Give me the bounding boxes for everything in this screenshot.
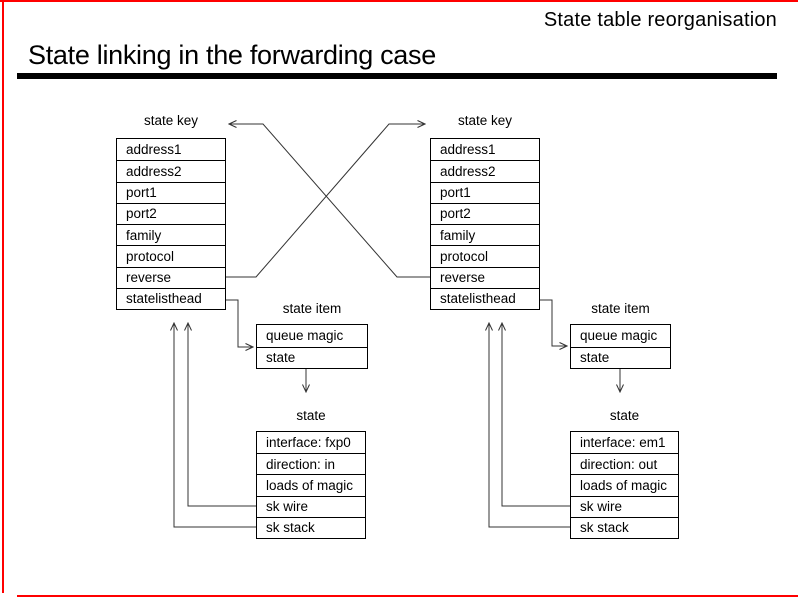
state-label-right: state — [609, 408, 640, 423]
table-row: statelisthead — [431, 287, 539, 309]
table-row: queue magic — [266, 328, 344, 344]
table-row: interface: fxp0 — [266, 435, 351, 451]
table-row: sk stack — [257, 516, 365, 538]
red-border-left — [2, 0, 4, 593]
page-title: State linking in the forwarding case — [28, 40, 436, 70]
state-key-label-right: state key — [457, 113, 513, 128]
table-row: family — [431, 224, 539, 245]
table-row: port1 — [117, 181, 225, 203]
state-table-right: interface: em1 direction: out loads of m… — [570, 431, 679, 539]
table-row: port2 — [117, 202, 225, 224]
table-row: protocol — [117, 245, 225, 266]
table-row: address1 — [126, 142, 182, 158]
table-row: loads of magic — [571, 474, 678, 495]
table-row: family — [117, 224, 225, 245]
state-table-left: interface: fxp0 direction: in loads of m… — [256, 431, 366, 539]
table-row: sk stack — [571, 516, 678, 538]
table-row: direction: in — [257, 453, 365, 474]
arrow-left-skstack-up — [174, 323, 256, 528]
state-key-table-left: address1 address2 port1 port2 family pro… — [116, 138, 226, 310]
table-row: queue magic — [580, 328, 658, 344]
table-row: address1 — [440, 142, 496, 158]
state-item-label-right: state item — [591, 301, 650, 316]
state-item-label-left: state item — [282, 301, 342, 316]
state-item-table-right: queue magic state — [570, 324, 671, 369]
arrow-right-skstack-up — [489, 323, 570, 528]
table-row: address2 — [431, 160, 539, 181]
red-border-top — [0, 0, 798, 2]
arrow-left-skwire-up — [188, 323, 256, 507]
arrow-left-reverse-to-right-key — [225, 124, 425, 278]
table-row: interface: em1 — [580, 435, 666, 451]
state-key-table-right: address1 address2 port1 port2 family pro… — [430, 138, 540, 310]
table-row: port1 — [431, 181, 539, 203]
arrow-right-reverse-to-left-key — [229, 124, 430, 278]
title-underline — [17, 73, 777, 79]
table-row: state — [257, 346, 367, 369]
table-row: port2 — [431, 202, 539, 224]
table-row: state — [571, 346, 670, 369]
table-row: address2 — [117, 160, 225, 181]
state-item-table-left: queue magic state — [256, 324, 368, 369]
red-border-bottom — [17, 595, 798, 597]
table-row: sk wire — [571, 495, 678, 517]
table-row: statelisthead — [117, 287, 225, 309]
state-label-left: state — [296, 408, 326, 423]
table-row: reverse — [431, 266, 539, 288]
arrow-left-statelisthead-to-item — [226, 299, 253, 347]
table-row: protocol — [431, 245, 539, 266]
corner-title: State table reorganisation — [543, 9, 777, 31]
table-row: direction: out — [571, 453, 678, 474]
table-row: loads of magic — [257, 474, 365, 495]
table-row: sk wire — [257, 495, 365, 517]
table-row: reverse — [117, 266, 225, 288]
arrow-right-skwire-up — [502, 323, 570, 507]
state-key-label-left: state key — [143, 113, 199, 128]
arrow-right-statelisthead-to-item — [540, 299, 567, 346]
